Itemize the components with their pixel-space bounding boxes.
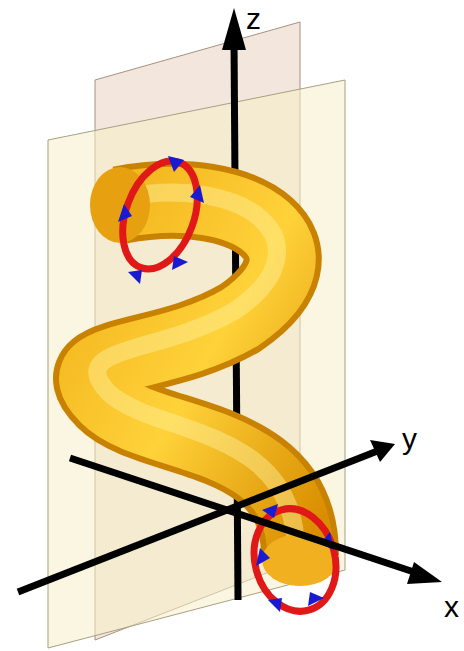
- axis-label: x: [444, 592, 459, 622]
- z-arrowhead: [222, 8, 246, 50]
- y-axis: [18, 450, 380, 592]
- red-loop: [109, 151, 211, 280]
- x-arrowhead: [407, 562, 442, 584]
- y-arrowhead: [370, 440, 395, 462]
- axis-label: z: [246, 4, 261, 34]
- axis-label: y: [402, 424, 417, 454]
- x-axis: [70, 458, 420, 574]
